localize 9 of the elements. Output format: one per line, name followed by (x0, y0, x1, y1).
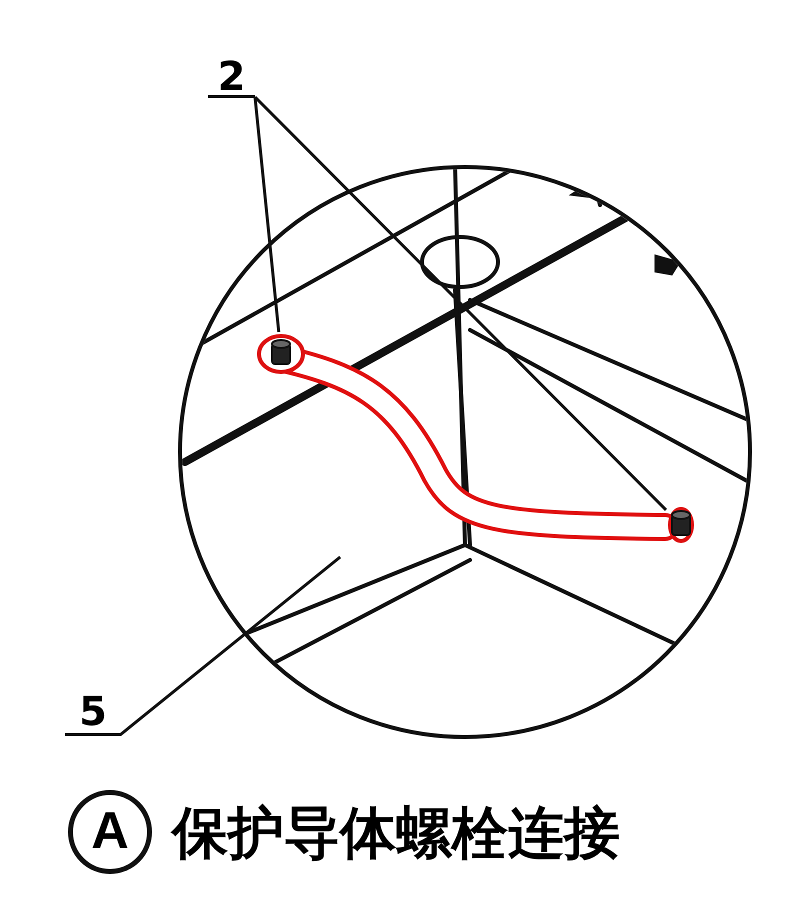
leader-line (119, 556, 342, 736)
callout-number: 2 (208, 58, 255, 98)
leader-line (254, 96, 668, 511)
figure-caption: 保护导体螺栓连接 (172, 800, 620, 868)
bolt-drawing (666, 505, 696, 545)
leader-line (254, 96, 280, 332)
view-marker-circle: A (68, 790, 152, 874)
callout-number: 5 (65, 690, 121, 736)
bolt-drawing (255, 332, 307, 376)
